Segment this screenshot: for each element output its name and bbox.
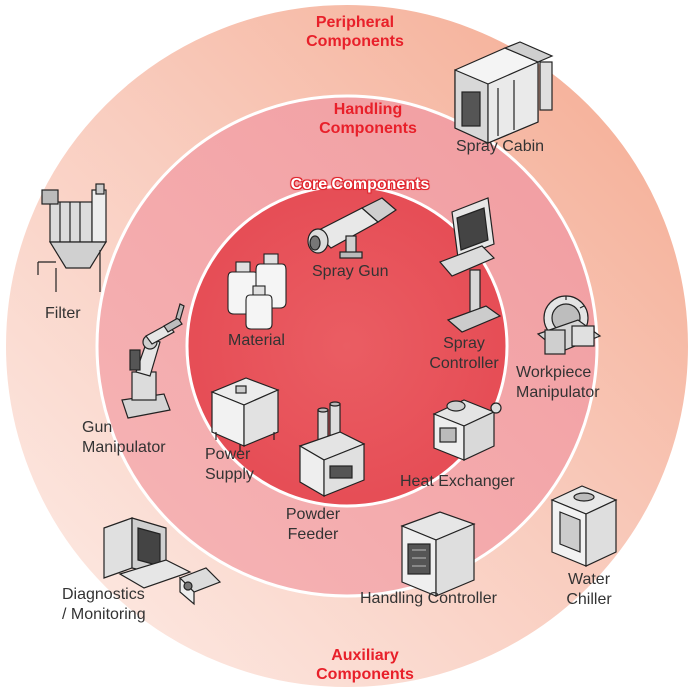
diagnostics-line1: Diagnostics — [62, 586, 145, 603]
water-chiller-icon — [550, 485, 618, 567]
spray-controller-line1: Spray — [443, 335, 485, 352]
diagnostics-label: Diagnostics / Monitoring — [62, 585, 146, 625]
material-bottles-icon — [227, 253, 287, 330]
handling-controller-icon — [400, 511, 476, 597]
handling-title-line1: Handling — [333, 101, 403, 118]
water-chiller-line2: Chiller — [566, 591, 612, 608]
laptop-icon — [103, 517, 222, 606]
heat-exchanger-label: Heat Exchanger — [400, 473, 515, 490]
auxiliary-title-line1: Auxiliary — [331, 647, 399, 664]
power-supply-icon — [210, 377, 280, 452]
handling-title-line2: Components — [319, 120, 417, 137]
gun-manipulator-line1: Gun — [82, 419, 113, 436]
peripheral-ring-title: Peripheral Components — [290, 13, 420, 51]
powder-feeder-line2: Feeder — [287, 526, 339, 543]
filter-icon — [37, 183, 108, 292]
workpiece-manipulator-line2: Manipulator — [516, 384, 600, 401]
handling-controller-label: Handling Controller — [360, 590, 497, 607]
handling-ring-title: Handling Components — [303, 100, 433, 138]
power-supply-line1: Power — [205, 446, 251, 463]
workpiece-manipulator-label: Workpiece Manipulator — [516, 363, 600, 403]
workpiece-manipulator-line1: Workpiece — [516, 364, 592, 381]
auxiliary-ring-title: Auxiliary Components — [300, 646, 430, 684]
core-ring-title: Core Components — [290, 176, 430, 193]
spray-controller-line2: Controller — [429, 355, 499, 372]
spray-controller-icon — [438, 197, 502, 333]
powder-feeder-line1: Powder — [285, 506, 341, 523]
heat-exchanger-icon — [432, 399, 502, 461]
gun-manipulator-line2: Manipulator — [82, 439, 166, 456]
spray-gun-label: Spray Gun — [312, 263, 389, 280]
water-chiller-line1: Water — [567, 571, 611, 588]
spray-gun-icon — [307, 197, 397, 259]
spray-cabin-icon — [454, 41, 554, 144]
material-label: Material — [228, 332, 285, 349]
power-supply-label: Power Supply — [205, 445, 254, 485]
robot-arm-icon — [121, 303, 185, 419]
gun-manipulator-label: Gun Manipulator — [82, 418, 166, 458]
diagnostics-line2: / Monitoring — [62, 606, 146, 623]
spray-controller-label: Spray Controller — [418, 334, 510, 374]
powder-feeder-label: Powder Feeder — [278, 505, 348, 545]
auxiliary-title-line2: Components — [316, 666, 414, 683]
filter-label: Filter — [45, 305, 81, 322]
peripheral-title-line2: Components — [306, 33, 404, 50]
workpiece-manipulator-icon — [536, 295, 602, 355]
powder-feeder-icon — [298, 401, 366, 498]
power-supply-line2: Supply — [205, 466, 254, 483]
peripheral-title-line1: Peripheral — [315, 14, 395, 31]
spray-cabin-label: Spray Cabin — [456, 138, 545, 155]
water-chiller-label: Water Chiller — [556, 570, 622, 610]
